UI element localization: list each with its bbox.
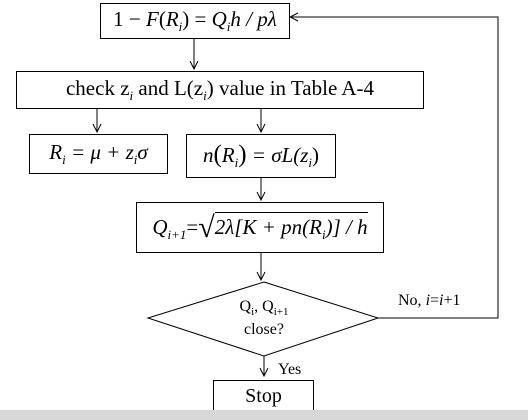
no-eq: = (430, 292, 440, 309)
decision-Q2-sub: i+1 (273, 306, 289, 319)
step4-formula: n(Ri) = σL(zi) (203, 141, 319, 171)
step3-R: R (49, 139, 63, 164)
step1-lambda: λ (267, 6, 277, 31)
decision-label: Qi, Qi+1 close? (208, 298, 320, 339)
step2-text1: check z (65, 75, 130, 100)
no-label: No, i=i+1 (398, 292, 461, 310)
step3-box: Ri = μ + ziσ (29, 134, 168, 174)
step5-Q: Q (152, 215, 168, 239)
loop-back-line (290, 17, 499, 319)
step1-formula: 1 − F(Ri) = Qih / pλ (113, 7, 277, 35)
decision-line2: close? (244, 321, 284, 339)
step4-R: R (221, 142, 235, 167)
bottom-scroll-strip (0, 410, 528, 420)
step3-sub-i: i (62, 152, 66, 168)
sqrt-symbol: √ (198, 210, 215, 244)
step5-sub-ri: i (322, 227, 326, 243)
step1-p: p (257, 6, 268, 31)
no-prefix: No, (398, 292, 426, 309)
step5-radicand: 2λ[K + pn(Ri)] / h (214, 211, 368, 243)
step1-sub-qi: i (226, 19, 231, 35)
step3-formula: Ri = μ + ziσ (49, 140, 148, 168)
step1-F: F (145, 6, 159, 31)
step1-text-b: ( (158, 6, 166, 31)
step4-end: ) (312, 142, 320, 167)
no-var: i (425, 292, 431, 309)
no-var2: i (439, 292, 444, 309)
decision-Q-sub: i (251, 306, 255, 319)
yes-label: Yes (278, 361, 302, 378)
step2-text2: and L(z (133, 75, 204, 100)
step3-sub-zi: i (133, 152, 138, 168)
step4-eq: = σL(z (246, 142, 309, 167)
stop-label: Stop (245, 385, 282, 407)
step1-R: R (165, 6, 179, 31)
no-suffix: +1 (443, 292, 461, 309)
step4-box: n(Ri) = σL(zi) (186, 134, 336, 178)
step1-Q: Q (211, 6, 227, 31)
step4-close: ) (238, 140, 247, 168)
step1-sub-i: i (178, 19, 183, 35)
step5-end: )] / h (325, 214, 368, 239)
step2-sub2: i (203, 88, 207, 104)
step1-text-a: 1 − (113, 6, 146, 31)
step5-eq: = (186, 215, 199, 239)
step5-rad: 2λ[K + pn(R (214, 214, 323, 239)
step4-sub-i: i (234, 155, 239, 171)
step1-box: 1 − F(Ri) = Qih / pλ (100, 3, 290, 39)
decision-Q: Q (239, 298, 252, 315)
step4-open: ( (213, 140, 222, 168)
step4-sub-zi: i (308, 155, 313, 171)
step5-sub: i+1 (167, 227, 187, 243)
step2-sub1: i (129, 88, 134, 104)
decision-line1: Qi, Qi+1 (208, 298, 320, 321)
step1-text-c: ) = (182, 6, 212, 31)
step2-text3: ) value in Table A-4 (206, 75, 375, 100)
step3-sigma: σ (137, 139, 148, 164)
step2-box: check zi and L(zi) value in Table A-4 (16, 71, 424, 109)
step4-n: n (202, 142, 214, 167)
decision-Q2: , Q (254, 298, 274, 315)
step3-eq: = μ + z (65, 139, 134, 164)
step1-text-d: h / (230, 6, 258, 31)
step2-text: check zi and L(zi) value in Table A-4 (66, 76, 374, 104)
